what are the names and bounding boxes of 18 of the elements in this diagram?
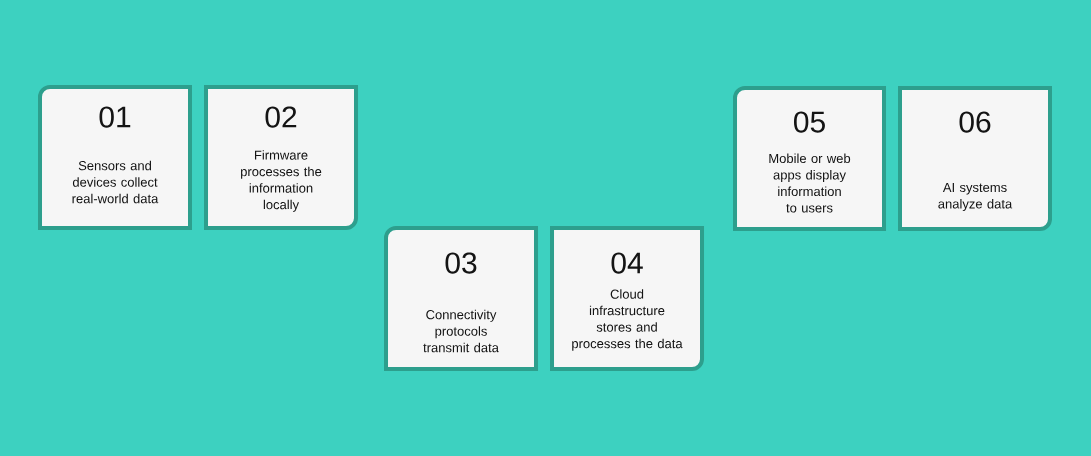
step-description: Connectivity protocols transmit data	[423, 309, 499, 353]
step-card	[38, 85, 192, 230]
step-description: Mobile or web apps display information to users	[769, 153, 851, 213]
step-card	[733, 86, 886, 231]
step-number: 05	[794, 111, 825, 133]
step-description: Firmware processes the information locally	[241, 150, 322, 212]
step-card	[898, 86, 1052, 231]
step-card	[384, 226, 538, 371]
step-number: 03	[445, 252, 477, 274]
step-number: 06	[959, 111, 991, 133]
step-description: AI systems analyze data	[938, 182, 1013, 212]
step-description: Sensors and devices collect real-world data	[72, 160, 159, 204]
step-card	[204, 85, 358, 230]
step-card	[550, 226, 704, 371]
step-number: 04	[611, 252, 643, 274]
step-number: 02	[265, 106, 297, 128]
step-number: 01	[99, 106, 131, 128]
step-description: Cloud infrastructure stores and processes the data	[572, 289, 683, 351]
